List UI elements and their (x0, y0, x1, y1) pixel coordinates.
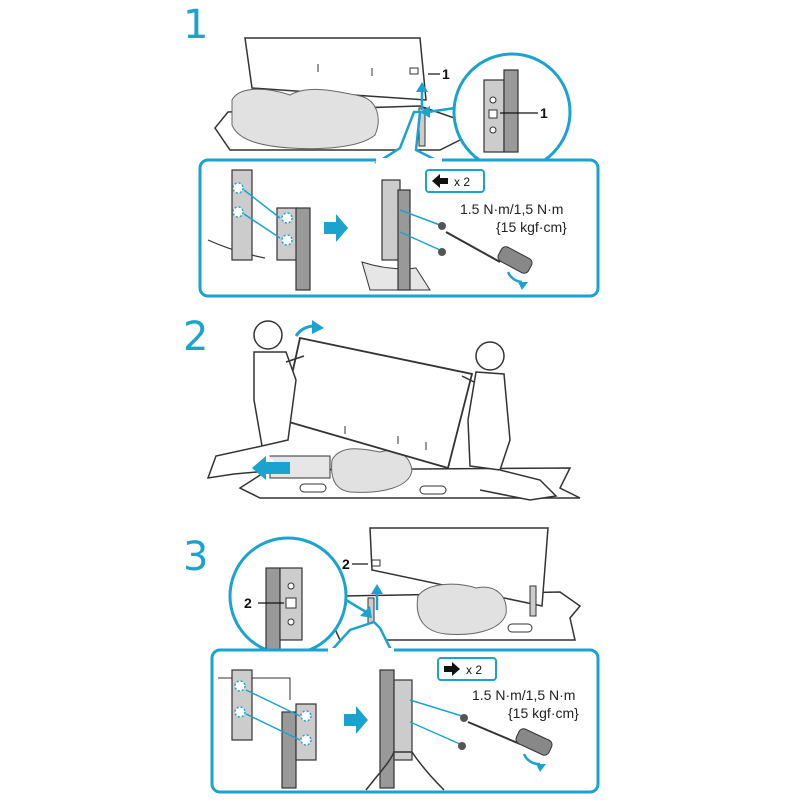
step3-next-arrow-icon (344, 706, 368, 734)
step1-next-arrow-icon (324, 214, 348, 242)
arrow-left-screw-icon (432, 174, 448, 188)
step3-screwdriver-icon (515, 728, 553, 756)
step3-protective-bag (416, 583, 507, 635)
step3-tv-panel (369, 527, 549, 607)
step1-screw-count: x 2 (454, 175, 470, 189)
step3-lower-arrow-icon (371, 584, 383, 594)
step3-zoom-callout-label: 2 (244, 595, 252, 611)
step3-torque-line2: {15 kgf·cm} (508, 705, 579, 721)
step1-zoom-callout-label: 1 (540, 105, 548, 121)
step1-torque-line1: 1.5 N·m/1,5 N·m (460, 201, 563, 217)
step2-rotate-arrow-icon (312, 320, 324, 334)
step-3: 3 2 2 (183, 527, 600, 794)
step1-protective-bag (231, 88, 379, 150)
step2-tv-panel (280, 336, 474, 470)
step1-tv-panel (244, 37, 427, 101)
step2-person-right (461, 341, 558, 501)
step-1-number: 1 (183, 2, 208, 48)
step1-screwdriver-icon (497, 246, 533, 274)
step-2: 2 (183, 314, 581, 501)
step3-screw-count: x 2 (466, 663, 482, 677)
step3-detail-after (365, 669, 553, 791)
step1-detail-after (361, 179, 533, 291)
step1-torque-line2: {15 kgf·cm} (496, 219, 567, 235)
step3-torque-line1: 1.5 N·m/1,5 N·m (472, 687, 575, 703)
step3-callout-label: 2 (342, 556, 350, 572)
step2-person-left (206, 320, 305, 479)
step2-protective-bag (331, 448, 413, 493)
step1-lift-arrow-icon (416, 82, 428, 92)
step2-slide-arrow-icon (252, 456, 290, 480)
step-3-number: 3 (183, 534, 208, 580)
step-2-number: 2 (183, 314, 208, 360)
step1-bracket-detail (483, 69, 519, 153)
step1-callout-label: 1 (442, 66, 450, 82)
step1-detail-before (207, 169, 311, 291)
step3-detail-before (218, 669, 317, 789)
step-1: 1 1 1 (183, 2, 600, 298)
arrow-right-screw-icon (444, 662, 460, 676)
step3-bracket-detail (265, 567, 303, 653)
